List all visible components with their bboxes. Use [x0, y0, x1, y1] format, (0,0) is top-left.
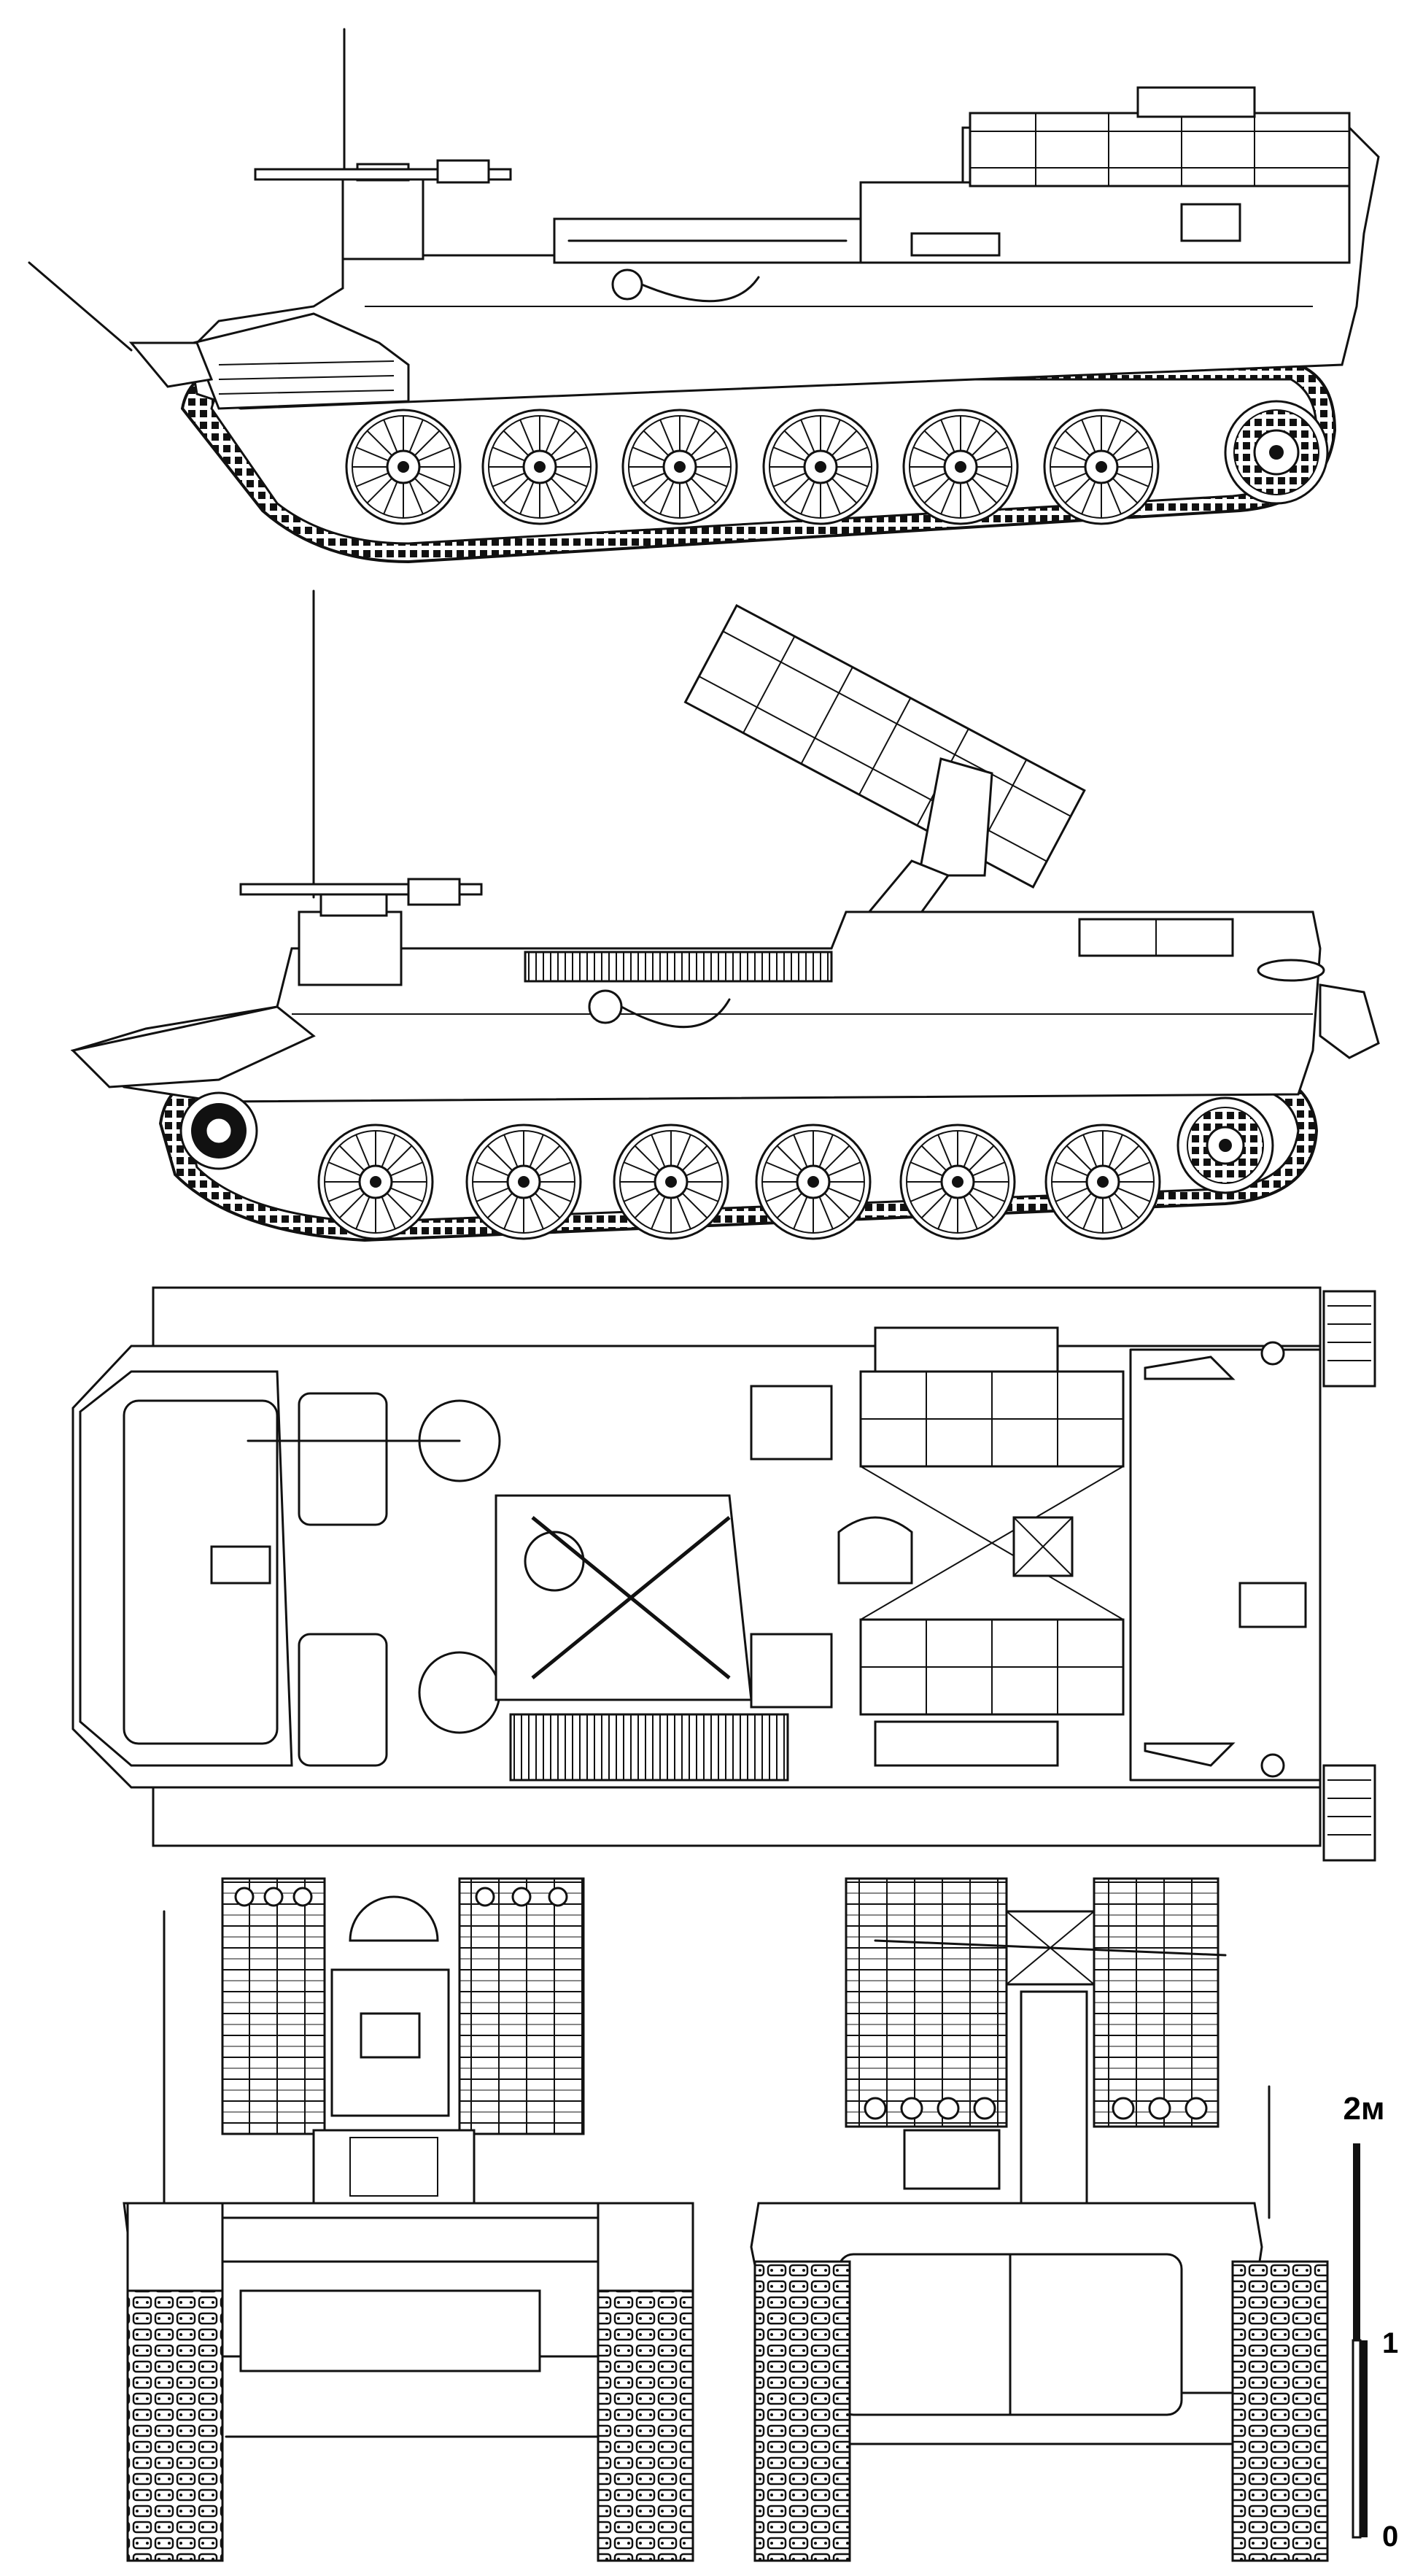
- top-view: [71, 1286, 1376, 1862]
- front-view: [123, 1877, 694, 2562]
- rear-view: [750, 1877, 1329, 2562]
- scale-bar-upper-segment: [1353, 2143, 1360, 2340]
- side-view-travel: [28, 28, 1380, 564]
- scale-label-0: 0: [1382, 2521, 1398, 2553]
- side-view-launch-position: [70, 589, 1380, 1242]
- scale-label-2m: 2м: [1343, 2091, 1384, 2127]
- scale-bar: 2м 1 0: [1343, 2091, 1398, 2553]
- scale-label-1: 1: [1382, 2327, 1398, 2359]
- scale-bar-lower-segment: [1352, 2339, 1362, 2539]
